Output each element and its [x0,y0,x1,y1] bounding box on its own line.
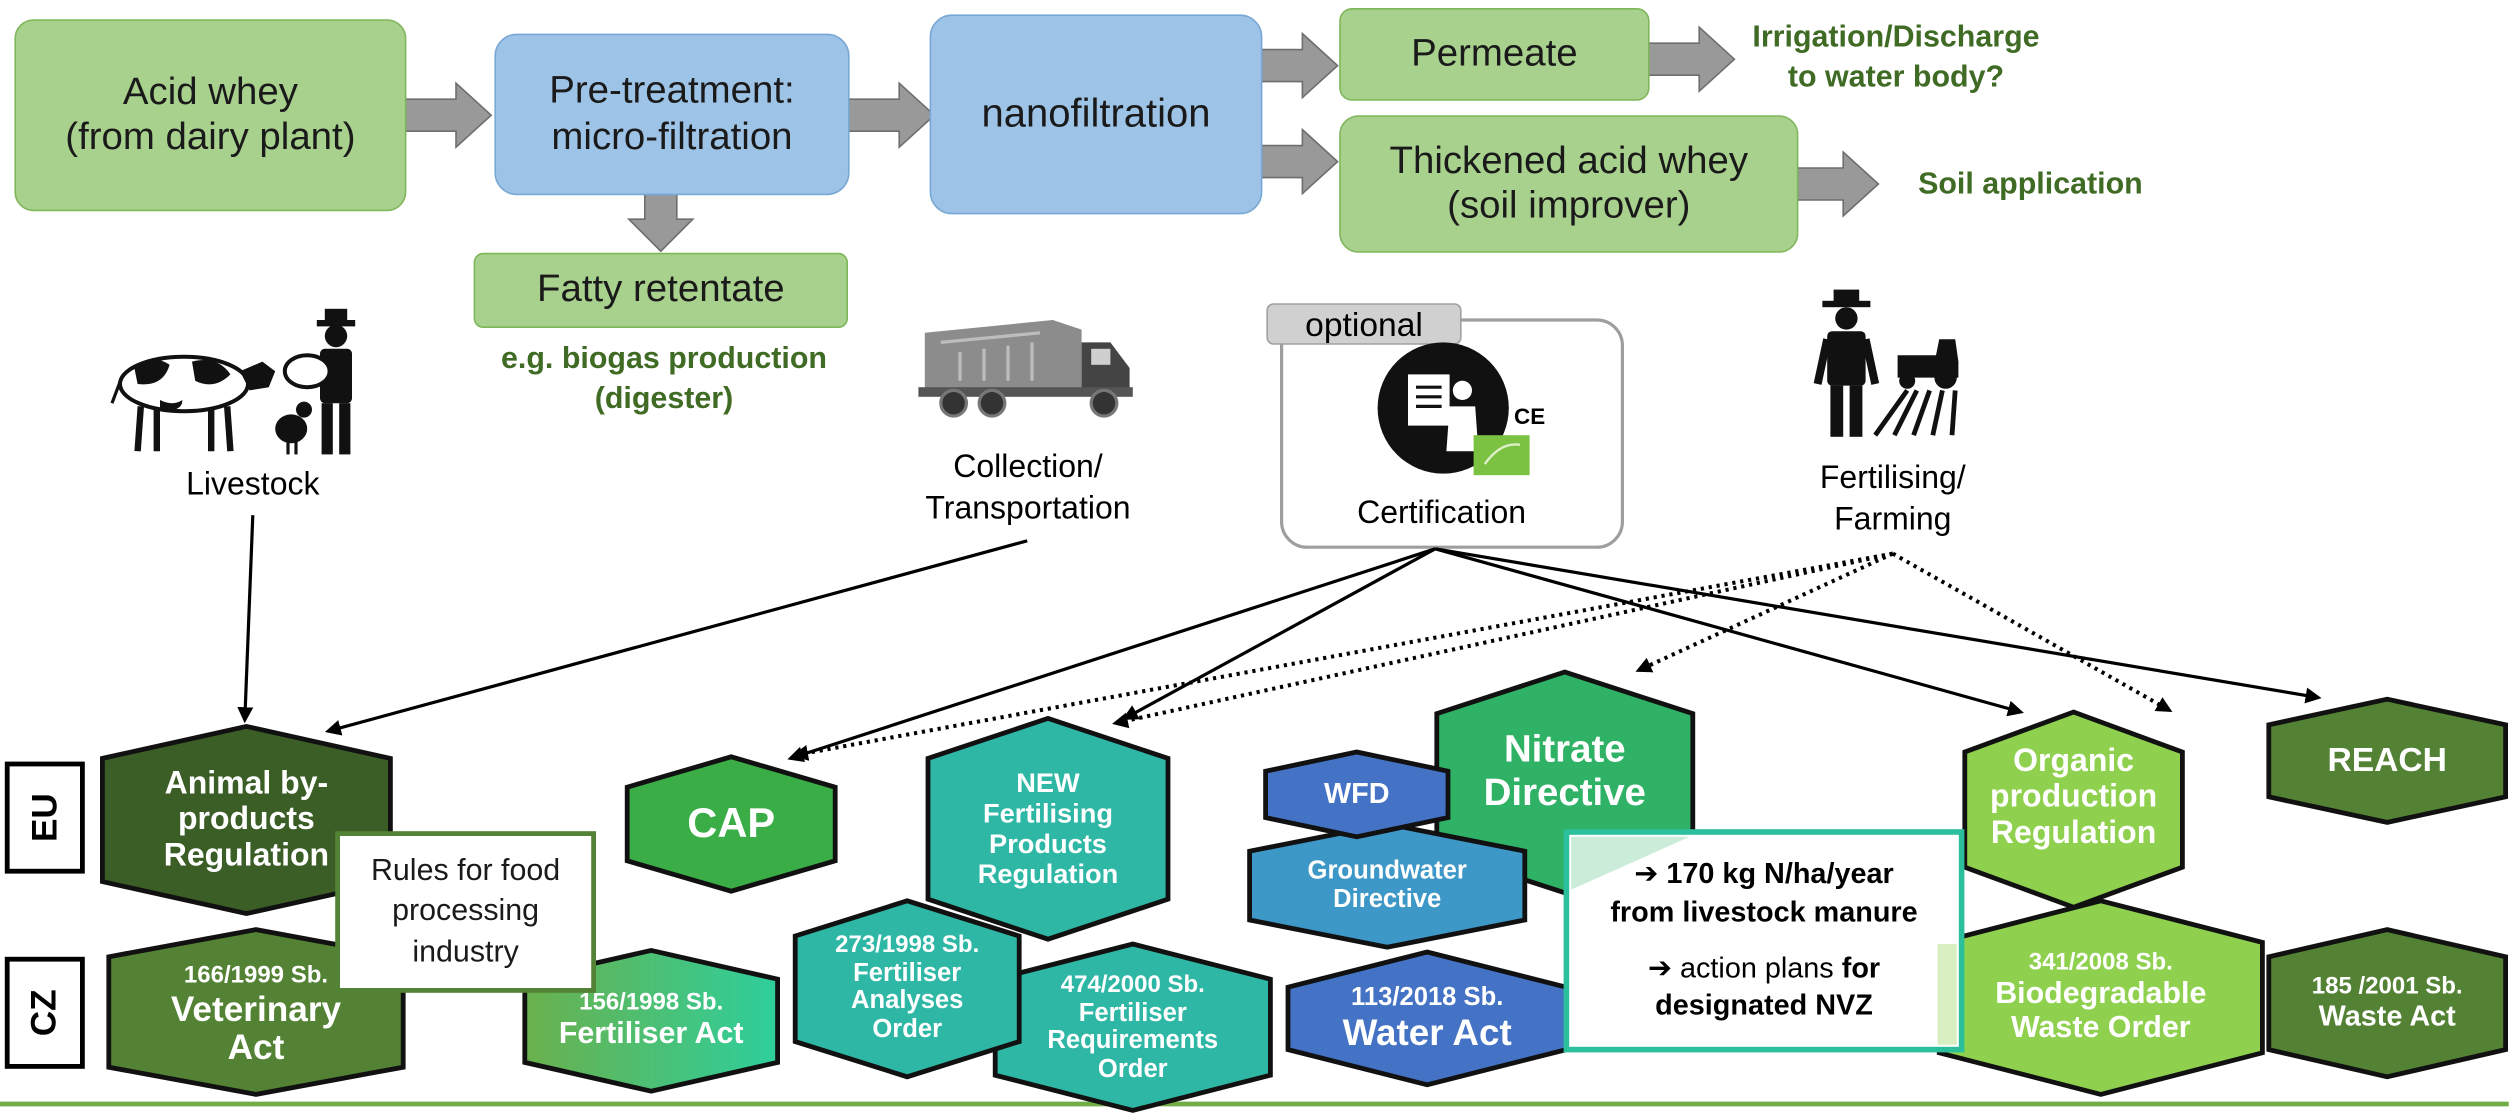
hex-nfpr [925,715,1171,942]
food-rules-frame [335,831,597,993]
nitrate-overlap-shade [1571,836,1690,890]
arrow-cert-reach [1434,547,2322,704]
arrow-to-permeate [1253,31,1339,100]
connectors [237,515,2322,763]
reach-regulation: REACH [2327,741,2447,779]
new-fertilising-products-regulation: NEW Fertilising Products Regulation [977,767,1119,890]
arrow-right-icon: ➔ [1634,857,1667,890]
certification-label: Certification [1357,496,1527,532]
fatty-retentate-label: Fatty retentate [537,267,785,311]
arrow-collection-abp [324,539,1028,736]
arrow-to-soil [1791,150,1880,218]
hex-reach [2266,696,2509,825]
nvz-limit-text: ➔ 170 kg N/ha/year from livestock manure [1610,857,1918,928]
veterinary-act: 166/1999 Sb. Veterinary Act [170,961,342,1068]
animal-byproducts-regulation: Animal by- products Regulation [163,766,330,874]
pretreatment-label: Pre-treatment: micro-filtration [549,69,795,158]
hex-veterinary-act [106,927,406,1097]
truck-icon [918,320,1133,418]
hex-organic [1962,709,2185,910]
arrow-livestock-abp [237,515,255,724]
organic-production-regulation: Organic production Regulation [1990,744,2158,851]
wfd-directive: WFD [1324,778,1390,811]
arrow-to-irrigation [1647,25,1736,94]
arrow-to-thickened [1253,127,1339,196]
fertiliser-act: 156/1998 Sb. Fertiliser Act [558,988,744,1051]
fatty-retentate-box: Fatty retentate [473,252,848,328]
acid-whey-label: Acid whey (from dairy plant) [65,69,356,159]
organic-leaf-icon [1473,435,1530,476]
hex-wfd [1263,749,1451,840]
acid-whey-box: Acid whey (from dairy plant) [14,19,407,212]
biodegradable-waste-order: 341/2008 Sb. Biodegradable Waste Order [1995,948,2207,1045]
hex-cap [624,754,838,894]
nvz-callout-frame [1563,829,1965,1053]
dotted-connectors [792,551,2173,761]
optional-label: optional [1305,307,1423,344]
pretreatment-box: Pre-treatment: micro-filtration [494,33,850,196]
nanofiltration-box: nanofiltration [929,14,1263,215]
arrow-right-icon: ➔ [1647,952,1680,984]
cap-regulation: CAP [687,799,776,848]
fertilising-label: Fertilising/ Farming [1819,460,1966,538]
food-rules-callout: Rules for food processing industry [338,834,594,991]
water-act: 113/2018 Sb. Water Act [1342,983,1512,1053]
nvz-designated-text: designated NVZ [1655,989,1873,1022]
optional-tag [1266,303,1462,345]
hex-biodegradable-order [1936,898,2265,1097]
waste-act: 185 /2001 Sb. Waste Act [2311,972,2463,1033]
thickened-whey-box: Thickened acid whey (soil improver) [1339,115,1799,253]
farmer-tractor-icon [1813,289,1959,437]
arrow-to-retentate [626,186,695,253]
cz-level-label: CZ [4,956,85,1069]
nanofiltration-label: nanofiltration [981,90,1211,136]
eu-level-label: EU [4,761,85,874]
arrow-cert-cap [787,547,1436,763]
fertiliser-analyses-order: 273/1998 Sb. Fertiliser Analyses Order [835,930,980,1044]
permeate-label: Permeate [1411,31,1578,75]
arrow-whey-to-pretreatment [404,81,493,150]
nvz-action-plans-text: ➔ action plans for [1647,952,1881,984]
arrow-pretreatment-to-nanofiltration [847,81,936,150]
certification-icon [1377,342,1530,476]
food-rules-text: Rules for food processing industry [370,853,561,970]
process-flow-arrows [404,25,1880,253]
dotted-farming-organic [1891,551,2173,713]
dotted-farming-cap [792,551,1894,761]
irrigation-note: Irrigation/Discharge to water body? [1752,20,2040,94]
permeate-box: Permeate [1339,8,1650,101]
arrow-cert-organic [1434,547,2024,717]
biodegradable-overlap-shade [1937,944,1957,1045]
groundwater-directive: Groundwater Directive [1307,856,1467,913]
livestock-icon [110,308,356,455]
ce-mark: CE [1514,403,1546,429]
thickened-whey-label: Thickened acid whey (soil improver) [1389,138,1749,228]
dotted-farming-nitrate [1635,551,1894,673]
livestock-label: Livestock [186,467,320,503]
hex-requirements-order [992,941,1273,1113]
fertiliser-requirements-order: 474/2000 Sb. Fertiliser Requirements Ord… [1047,970,1219,1084]
collection-label: Collection/ Transportation [925,449,1131,527]
nitrate-directive: Nitrate Directive [1483,728,1646,815]
nvz-callout: ➔ 170 kg N/ha/year from livestock manure… [1566,832,1961,1050]
hex-analyses-order [792,898,1022,1080]
arrow-cert-nfpr [1121,547,1436,720]
hex-waste-act [2266,927,2509,1080]
soil-application-note: Soil application [1918,168,2143,202]
biogas-note: e.g. biogas production (digester) [501,342,827,416]
